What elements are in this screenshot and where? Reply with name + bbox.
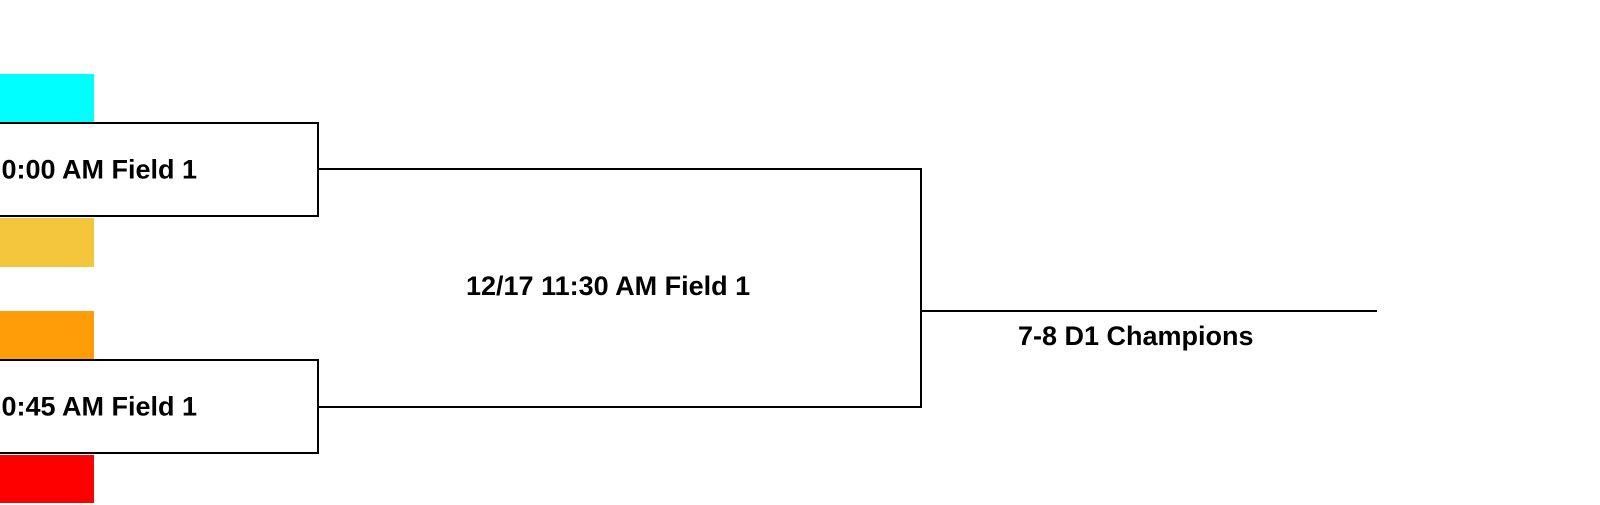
team-color-swatch-1 [0,74,94,122]
match-box-1[interactable]: 0:00 AM Field 1 [0,122,319,217]
connector-match-1 [319,168,922,170]
champion-line [920,310,1377,312]
match-2-time-label: 0:45 AM Field 1 [1,391,197,421]
team-color-swatch-4 [0,455,94,503]
final-game-time-label: 12/17 11:30 AM Field 1 [466,271,751,301]
connector-vertical [920,168,922,408]
match-box-2[interactable]: 0:45 AM Field 1 [0,359,319,454]
connector-match-2 [319,406,922,408]
champion-label: 7-8 D1 Champions [1018,321,1254,351]
team-color-swatch-2 [0,218,94,267]
team-color-swatch-3 [0,311,94,360]
match-1-time-label: 0:00 AM Field 1 [1,154,197,184]
